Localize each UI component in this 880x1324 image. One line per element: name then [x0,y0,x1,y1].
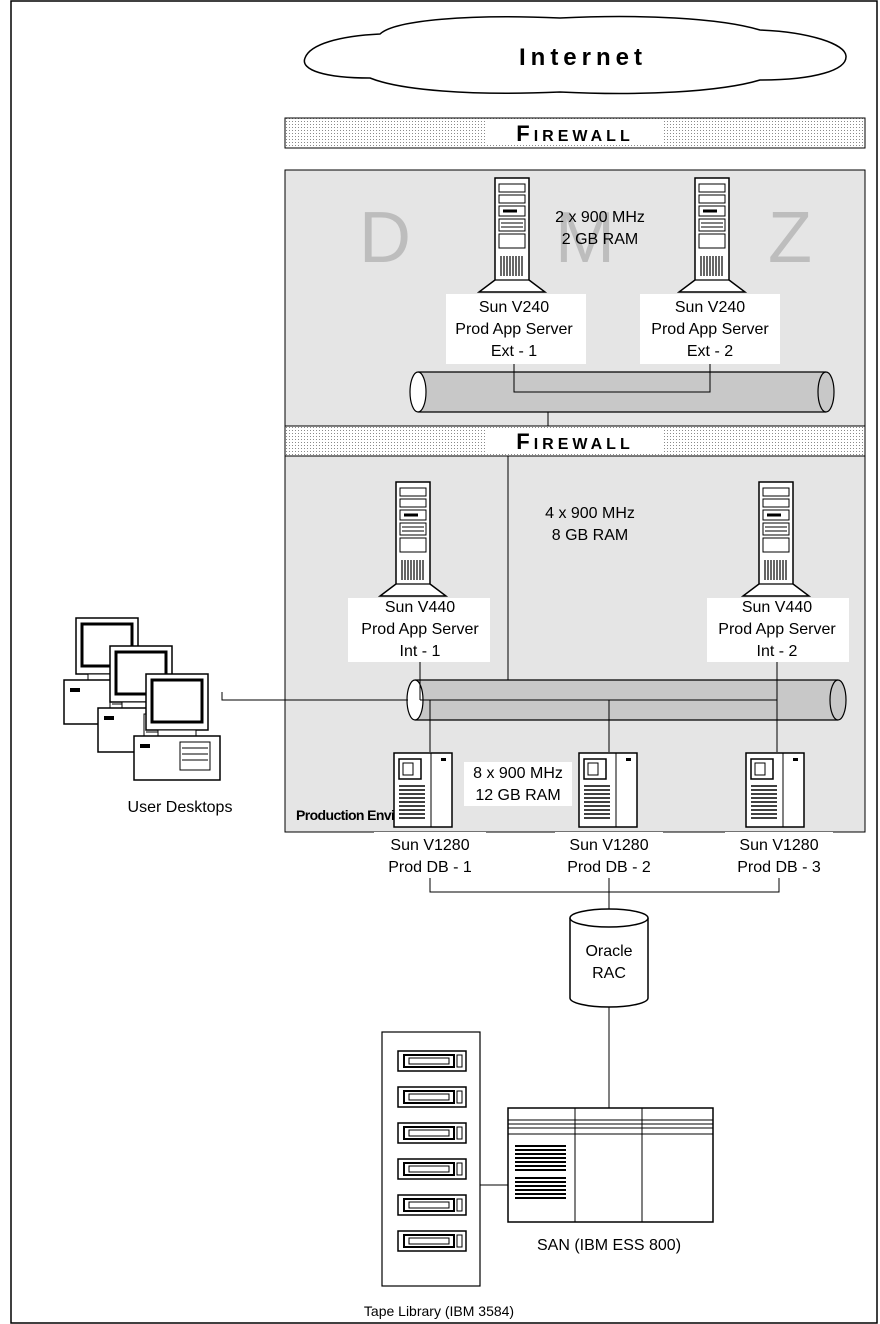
dmz-watermark-z: Z [768,198,812,278]
int-server-2-id: Int - 2 [757,643,798,660]
user-desktops-label: User Desktops [128,799,233,816]
db-server-3-icon [745,752,805,828]
db-server-1-icon [393,752,453,828]
dmz-watermark-d: D [359,198,411,278]
dmz-specs-1: 2 x 900 MHz [555,209,645,226]
ext-server-2-id: Ext - 2 [687,343,733,360]
oracle-label-2: RAC [592,965,626,982]
san-storage [507,1107,714,1223]
db-2-model: Sun V1280 [569,837,648,854]
dmz-specs-2: 2 GB RAM [562,231,638,248]
ext-server-1-model: Sun V240 [479,299,549,316]
db-3-id: Prod DB - 3 [737,859,821,876]
firewall-top-label: FIREWALL [516,121,633,146]
int-server-1-model: Sun V440 [385,599,455,616]
db-specs-2: 12 GB RAM [475,787,560,804]
outer-frame [10,0,878,1324]
int-server-1-role: Prod App Server [361,621,479,638]
db-1-model: Sun V1280 [390,837,469,854]
db-server-2-icon [578,752,638,828]
tape-library [381,1031,481,1287]
int-server-2-model: Sun V440 [742,599,812,616]
db-3-model: Sun V1280 [739,837,818,854]
san-label: SAN (IBM ESS 800) [537,1237,681,1254]
tape-library-label: Tape Library (IBM 3584) [364,1303,514,1319]
ext-server-2-model: Sun V240 [675,299,745,316]
db-2-id: Prod DB - 2 [567,859,651,876]
user-desktop-icon-3 [132,672,222,782]
oracle-label-1: Oracle [585,943,632,960]
int-server-2-role: Prod App Server [718,621,836,638]
internet-label: Internet [519,44,647,71]
int-server-1-id: Int - 1 [400,643,441,660]
int-specs-2: 8 GB RAM [552,527,628,544]
db-1-id: Prod DB - 1 [388,859,472,876]
dmz-watermark-m: M [555,198,615,278]
ext-server-1-role: Prod App Server [455,321,573,338]
firewall-middle-label: FIREWALL [516,429,633,454]
int-specs-1: 4 x 900 MHz [545,505,635,522]
ext-server-1-id: Ext - 1 [491,343,537,360]
internet-cloud [303,15,847,95]
ext-server-2-role: Prod App Server [651,321,769,338]
db-specs-1: 8 x 900 MHz [473,765,563,782]
